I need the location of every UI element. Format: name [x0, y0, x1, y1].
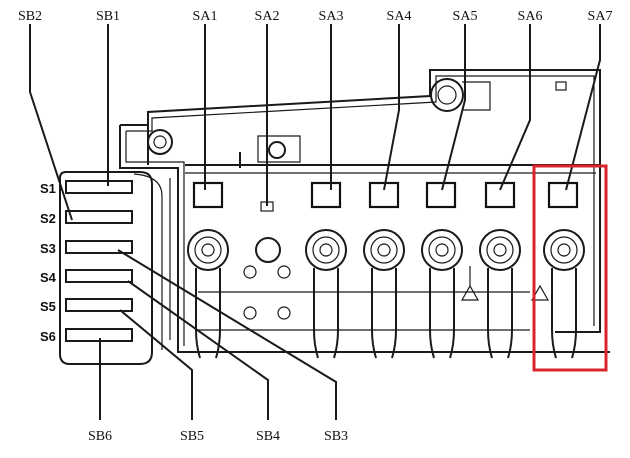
slot-labels: S1 S2 S3 S4 S5 S6: [40, 181, 57, 344]
fuse-sa1: [192, 181, 224, 209]
bottom-labels: SB6 SB5 SB4 SB3: [88, 429, 348, 444]
leader-sa4: [383, 24, 400, 191]
fuse-box-housing: [119, 69, 610, 353]
top-labels: SB2 SB1 SA1 SA2 SA3 SA4 SA5 SA6 SA7: [18, 9, 613, 24]
label-sa5: SA5: [453, 9, 478, 24]
label-sa3: SA3: [319, 9, 344, 24]
label-s6: S6: [40, 329, 56, 344]
fuse-sa5: [425, 181, 457, 209]
label-sa4: SA4: [387, 9, 412, 24]
slot-s1: [65, 180, 133, 194]
slot-s2: [65, 210, 133, 224]
leader-sb5: [119, 309, 193, 420]
label-s2: S2: [40, 211, 56, 226]
label-sb5: SB5: [180, 429, 204, 444]
fuse-sa7: [547, 181, 579, 209]
spade-connector: [460, 284, 480, 301]
label-s5: S5: [40, 299, 56, 314]
label-sa6: SA6: [518, 9, 543, 24]
leader-sb3: [117, 249, 337, 420]
label-sb4: SB4: [256, 429, 280, 444]
label-sb2: SB2: [18, 9, 42, 24]
leader-lines: [29, 24, 601, 420]
label-sa7: SA7: [588, 9, 613, 24]
left-fuse-block: [59, 171, 171, 365]
terminal-6: [543, 229, 585, 359]
leader-sa6: [499, 24, 531, 191]
leader-sb4: [127, 280, 269, 420]
label-sa1: SA1: [193, 9, 218, 24]
label-s3: S3: [40, 241, 56, 256]
label-sb1: SB1: [96, 9, 120, 24]
slot-s3: [65, 240, 133, 254]
leader-sa5: [441, 24, 466, 191]
label-sb6: SB6: [88, 429, 112, 444]
terminal-4: [421, 229, 463, 359]
fuse-sa3: [310, 181, 342, 209]
label-sb3: SB3: [324, 429, 348, 444]
leader-sa7: [565, 24, 601, 191]
label-s4: S4: [40, 270, 57, 285]
slot-s4: [65, 269, 133, 283]
highlight-box-sa7: [532, 164, 608, 372]
spade-connector: [530, 284, 550, 301]
ring-terminals: [187, 229, 585, 359]
slot-s5: [65, 298, 133, 312]
terminal-2: [305, 229, 347, 359]
label-sa2: SA2: [255, 9, 280, 24]
leader-sb2: [29, 24, 73, 221]
fuse-sa6: [484, 181, 516, 209]
terminal-3: [363, 229, 405, 359]
terminal-1: [187, 229, 229, 359]
terminal-5: [479, 229, 521, 359]
label-s1: S1: [40, 181, 56, 196]
